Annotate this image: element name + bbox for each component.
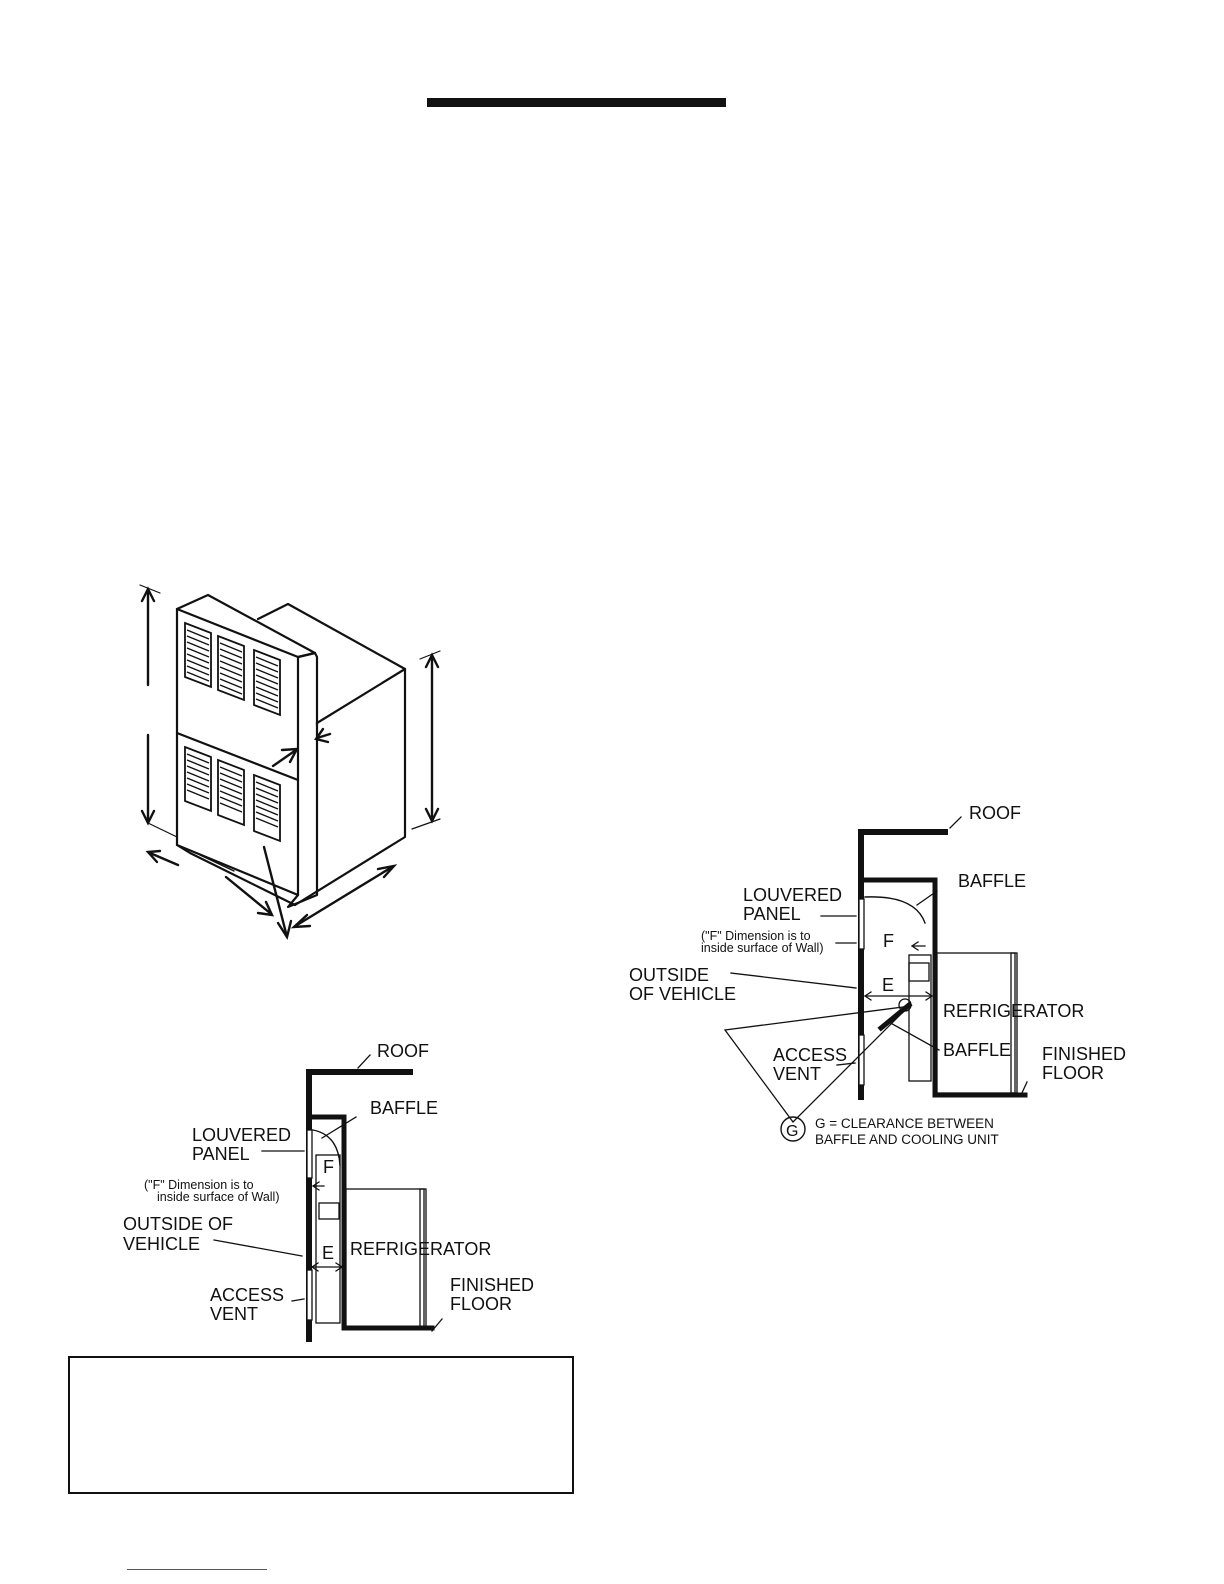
sv2-baffle-leader xyxy=(916,890,938,906)
sv2-louvered-label-2: PANEL xyxy=(743,904,801,924)
sv2-refrigerator-door xyxy=(1010,952,1018,1094)
sv1-louvered-panel xyxy=(306,1129,313,1179)
sv1-finished-label-2: FLOOR xyxy=(450,1294,512,1314)
sv2-louvered-panel xyxy=(858,898,865,950)
sv2-baffle-bottom-leader xyxy=(886,1020,940,1051)
sv2-roof-leader xyxy=(949,816,962,829)
sv2-outside-label-1: OUTSIDE xyxy=(629,965,709,985)
sv2-roof-wall xyxy=(858,829,948,1100)
sv2-refrigerator-label: REFRIGERATOR xyxy=(943,1001,1084,1021)
sv2-g-note-1: G = CLEARANCE BETWEEN xyxy=(815,1116,994,1131)
sv2-refrigerator xyxy=(936,952,1016,1094)
sv1-cooling-unit xyxy=(315,1154,341,1324)
sv2-finished-label-1: FINISHED xyxy=(1042,1044,1126,1064)
side-view-diagram: ROOF BAFFLE LOUVERED PANEL OUTSIDE OF VE… xyxy=(123,1041,534,1342)
sv1-f-dim xyxy=(311,1181,325,1191)
sv1-roof-leader xyxy=(357,1054,371,1069)
sv2-baffle-bottom-label: BAFFLE xyxy=(943,1040,1011,1060)
sv2-louvered-label-1: LOUVERED xyxy=(743,885,842,905)
sv2-cooling-unit xyxy=(908,954,932,1082)
sv2-dim-f: F xyxy=(883,931,894,951)
sv2-roof-label: ROOF xyxy=(969,803,1021,823)
sv2-baffle-arc xyxy=(864,896,926,924)
sv2-access-label-2: VENT xyxy=(773,1064,821,1084)
iso-back-top-ledge xyxy=(286,721,319,909)
sv2-g-symbol: G xyxy=(786,1123,798,1140)
sv1-outside-label-2: VEHICLE xyxy=(123,1234,200,1254)
sv2-baffle-top-label: BAFFLE xyxy=(958,871,1026,891)
sv1-access-label-2: VENT xyxy=(210,1304,258,1324)
sv2-access-vent xyxy=(858,1034,865,1086)
sv1-roof-label: ROOF xyxy=(377,1041,429,1061)
sv2-floor-leader xyxy=(1020,1081,1028,1096)
iso-dimension-arrows xyxy=(139,584,441,940)
sv1-access-leader xyxy=(291,1298,305,1302)
sv1-louvered-label-2: PANEL xyxy=(192,1144,250,1164)
sv1-baffle-label: BAFFLE xyxy=(370,1098,438,1118)
iso-panel-split xyxy=(175,731,300,782)
sv1-access-vent xyxy=(306,1269,313,1321)
sv2-f-note-1: ("F" Dimension is to xyxy=(701,929,811,943)
sv1-f-note-2: inside surface of Wall) xyxy=(157,1190,280,1204)
sv2-compartment xyxy=(861,877,1028,1098)
sv1-outside-leader xyxy=(213,1239,303,1257)
iso-louvers-bottom-slats xyxy=(186,753,279,828)
sv1-refrigerator-door xyxy=(419,1188,427,1328)
sv2-g-leaders xyxy=(723,1006,905,1123)
sv2-e-dim xyxy=(863,991,934,1001)
sv2-outside-label-2: OF VEHICLE xyxy=(629,984,736,1004)
iso-louvers-bottom xyxy=(184,745,281,843)
note-box xyxy=(68,1356,574,1494)
side-view-baffle-diagram: ROOF BAFFLE LOUVERED PANEL OUTSIDE OF VE… xyxy=(629,803,1126,1147)
sv2-outside-leader xyxy=(730,972,857,989)
sv2-g-circle-small xyxy=(898,998,912,1012)
sv1-roof-wall xyxy=(306,1069,413,1342)
sv2-access-label-1: ACCESS xyxy=(773,1045,847,1065)
sv1-compartment xyxy=(309,1114,435,1331)
sv2-g-symbol-circle xyxy=(780,1116,806,1142)
sv2-dim-e: E xyxy=(882,975,894,995)
isometric-refrigerator-figure xyxy=(139,584,441,940)
sv2-g-note-2: BAFFLE AND COOLING UNIT xyxy=(815,1132,999,1147)
iso-back-top xyxy=(256,602,407,725)
sv2-burner xyxy=(908,962,930,982)
iso-louvers-top-slats xyxy=(186,629,279,709)
sv1-refrigerator xyxy=(345,1188,425,1328)
sv1-burner xyxy=(318,1202,340,1220)
sv2-lower-baffle xyxy=(877,1001,913,1032)
footer-link-underline xyxy=(127,1568,267,1570)
iso-side-face xyxy=(293,667,407,907)
sv1-refrigerator-label: REFRIGERATOR xyxy=(350,1239,491,1259)
iso-base xyxy=(175,843,297,907)
sv1-access-label-1: ACCESS xyxy=(210,1285,284,1305)
title-rule xyxy=(427,98,726,107)
sv1-e-dim xyxy=(310,1262,344,1272)
sv1-outside-label-1: OUTSIDE OF xyxy=(123,1214,233,1234)
sv1-louvered-label-1: LOUVERED xyxy=(192,1125,291,1145)
sv1-baffle-leader xyxy=(321,1116,357,1139)
sv1-dim-f: F xyxy=(323,1157,334,1177)
iso-front-side-strip xyxy=(296,651,319,727)
sv2-f-note-2: inside surface of Wall) xyxy=(701,941,824,955)
footer-link[interactable] xyxy=(127,1556,267,1570)
sv1-floor-leader xyxy=(431,1318,443,1332)
sv2-f-dim xyxy=(910,941,926,951)
iso-louvers-top xyxy=(184,621,281,717)
sv2-finished-label-2: FLOOR xyxy=(1042,1063,1104,1083)
sv1-f-note-1: ("F" Dimension is to xyxy=(144,1178,254,1192)
sv1-dim-e: E xyxy=(322,1243,334,1263)
sv1-finished-label-1: FINISHED xyxy=(450,1275,534,1295)
